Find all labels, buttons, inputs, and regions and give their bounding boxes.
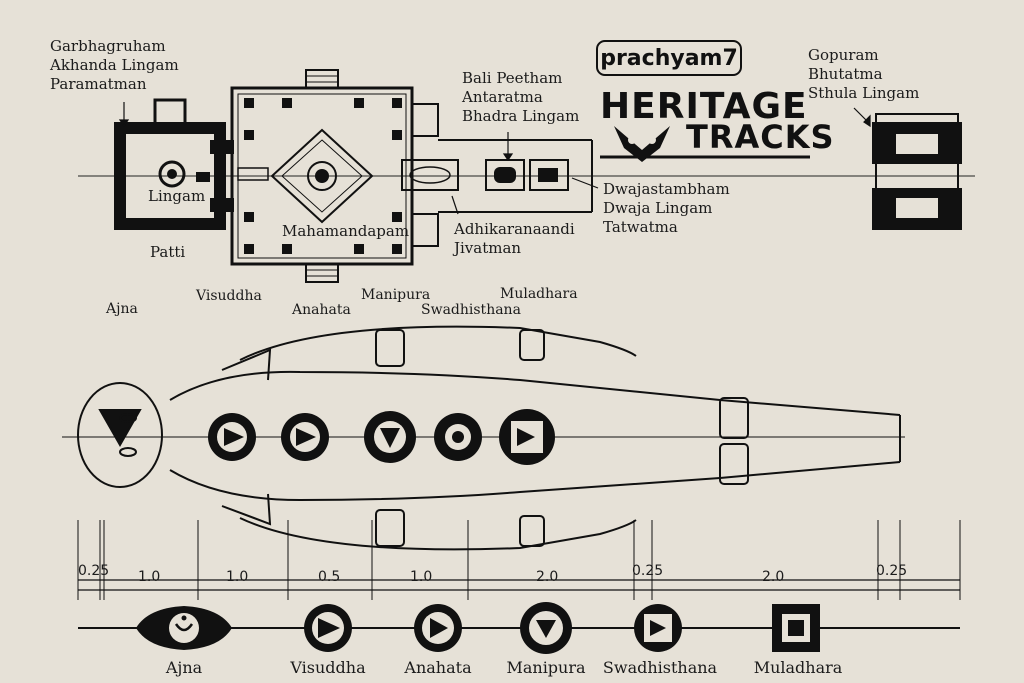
scale-label-6: 2.0: [536, 569, 559, 585]
bottom-chakra-visuddha: [304, 604, 352, 652]
corridor-plan: [401, 139, 593, 213]
bottom-chakra-anahata: [414, 604, 462, 652]
body-chakra-row: [208, 409, 555, 465]
body-chakra-manipura: [364, 411, 416, 463]
body-chakra-anahata: [281, 413, 329, 461]
garbhagriha-label: Garbhagruham Akhanda Lingam Paramatman: [50, 37, 179, 93]
scale-label-7: 0.25: [632, 563, 664, 579]
scale-bar: [77, 520, 961, 600]
body-label-ajna: Ajna: [106, 301, 138, 317]
scale-label-9: 0.25: [876, 563, 908, 579]
body-label-muladhara: Muladhara: [500, 286, 578, 302]
bottom-chakra-manipura: [520, 602, 572, 654]
dwajastambham-label: Dwajastambham Dwaja Lingam Tatwatma: [603, 180, 730, 236]
scale-label-1: 0.25: [78, 563, 110, 579]
body-label-anahata: Anahata: [292, 302, 351, 318]
bottom-chakra-muladhara: [772, 604, 820, 652]
body-chakra-muladhara: [499, 409, 555, 465]
owl-emblem: [614, 126, 670, 162]
bottom-chakra-ajna: [136, 606, 232, 650]
body-label-swadhisthana: Swadhisthana: [421, 302, 521, 318]
scale-label-8: 2.0: [762, 569, 785, 585]
bottom-chakra-swadhisthana: [634, 604, 682, 652]
lingam-label: Lingam: [148, 187, 206, 205]
scale-label-5: 1.0: [410, 569, 433, 585]
bottom-label-anahata: Anahata: [404, 658, 472, 677]
bottom-label-swadhisthana: Swadhisthana: [602, 658, 718, 677]
scale-label-2: 1.0: [138, 569, 161, 585]
brand-line-1: HERITAGE: [600, 86, 808, 127]
body-chakra-swadhisthana: [434, 413, 482, 461]
patti-label: Patti: [150, 243, 186, 261]
body-chakra-visuddha: [208, 413, 256, 461]
bottom-label-manipura: Manipura: [506, 658, 586, 677]
bottom-label-muladhara: Muladhara: [753, 658, 843, 677]
scale-label-3: 1.0: [226, 569, 249, 585]
mahamandapam-plan: [230, 69, 439, 283]
bottom-label-ajna: Ajna: [165, 658, 203, 677]
scale-label-4: 0.5: [318, 569, 341, 585]
body-label-manipura: Manipura: [361, 287, 431, 303]
bottom-label-visuddha: Visuddha: [290, 658, 366, 677]
bottom-chakra-row: [136, 602, 820, 654]
prachyam-logo: prachyam7: [596, 40, 742, 76]
adhikaranaandi-label: Adhikaranaandi Jivatman: [454, 220, 575, 257]
mahamandapam-label: Mahamandapam: [282, 222, 410, 240]
gopuram-label: Gopuram Bhutatma Sthula Lingam: [808, 46, 920, 102]
garbhagriha-plan: [114, 98, 234, 230]
gopuram-plan: [872, 113, 962, 230]
body-label-visuddha: Visuddha: [196, 288, 262, 304]
human-figure: [77, 325, 901, 551]
brand-line-2: TRACKS: [686, 118, 835, 156]
bali-peetham-label: Bali Peetham Antaratma Bhadra Lingam: [462, 69, 580, 125]
